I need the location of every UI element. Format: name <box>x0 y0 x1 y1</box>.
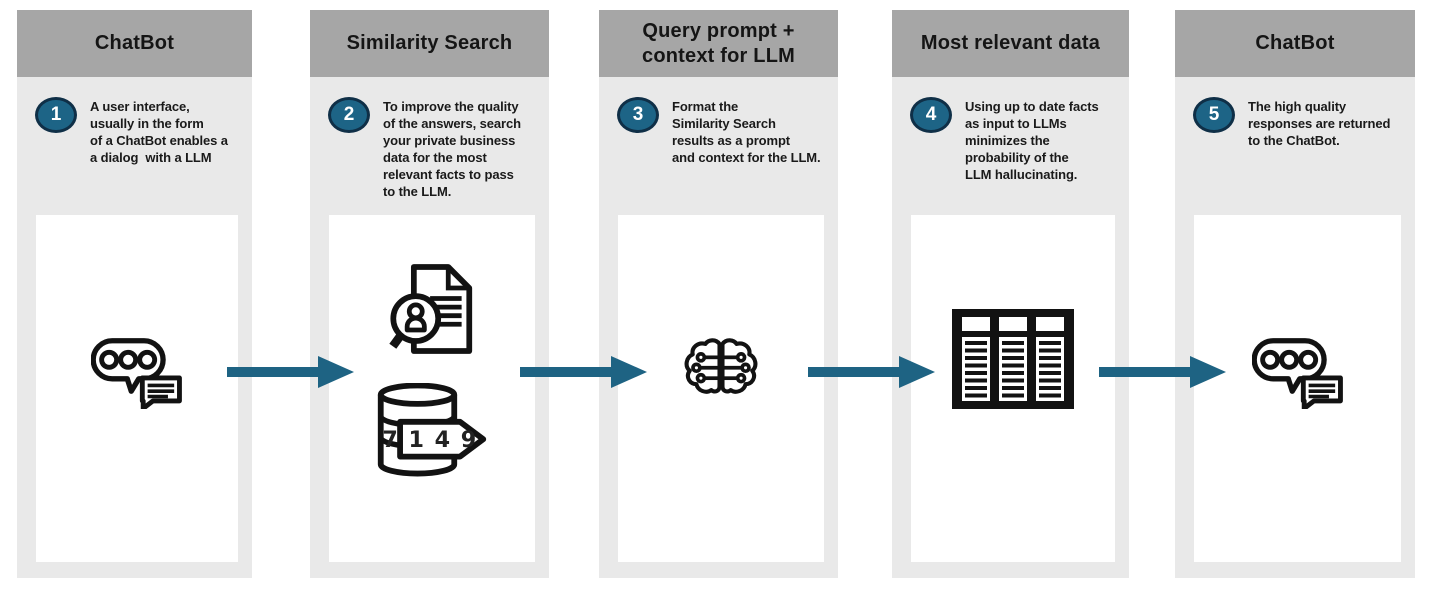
panel-body: 5 The high quality responses are returne… <box>1175 77 1415 578</box>
step-description: Using up to date facts as input to LLMs … <box>965 99 1099 182</box>
step-description: The high quality responses are returned … <box>1248 99 1391 148</box>
chat-bubbles-icon <box>91 338 182 409</box>
flow-arrow-3 <box>808 356 935 388</box>
step-description: To improve the quality of the answers, s… <box>383 99 521 199</box>
flow-arrow-1 <box>227 356 354 388</box>
step-panel-1-chatbot: ChatBot 1 A user interface, usually in t… <box>17 10 252 578</box>
icon-card: 7 1 4 9 <box>329 215 535 562</box>
panel-header: ChatBot <box>17 10 252 77</box>
step-row: 5 The high quality responses are returne… <box>1175 77 1415 149</box>
panel-title: Similarity Search <box>346 32 513 54</box>
panel-header: Query prompt + context for LLM <box>599 10 838 77</box>
step-row: 1 A user interface, usually in the form … <box>17 77 252 166</box>
panel-body: 4 Using up to date facts as input to LLM… <box>892 77 1129 578</box>
panel-header: ChatBot <box>1175 10 1415 77</box>
data-table-icon <box>952 309 1074 409</box>
panel-body: 2 To improve the quality of the answers,… <box>310 77 549 578</box>
step-number-badge: 5 <box>1193 97 1235 133</box>
panel-body: 1 A user interface, usually in the form … <box>17 77 252 578</box>
document-profile-search-icon <box>389 264 473 354</box>
icon-card <box>36 215 238 562</box>
step-number-badge: 4 <box>910 97 952 133</box>
database-tag-number: 7 1 4 9 <box>382 427 477 453</box>
step-number-badge: 3 <box>617 97 659 133</box>
panel-header: Most relevant data <box>892 10 1129 77</box>
icon-card <box>911 215 1115 562</box>
panel-header: Similarity Search <box>310 10 549 77</box>
step-description: A user interface, usually in the form of… <box>90 99 228 165</box>
step-row: 4 Using up to date facts as input to LLM… <box>892 77 1129 183</box>
panel-title: ChatBot <box>1255 32 1335 54</box>
step-panel-2-similarity-search: Similarity Search 2 To improve the quali… <box>310 10 549 578</box>
step-row: 3 Format the Similarity Search results a… <box>599 77 838 166</box>
step-description: Format the Similarity Search results as … <box>672 99 821 165</box>
panel-title: ChatBot <box>94 32 175 54</box>
ai-brain-circuit-icon <box>684 338 758 394</box>
step-panel-4-most-relevant-data: Most relevant data 4 Using up to date fa… <box>892 10 1129 578</box>
database-id-tag-icon: 7 1 4 9 <box>377 383 487 477</box>
icon-card <box>618 215 824 562</box>
panel-body: 3 Format the Similarity Search results a… <box>599 77 838 578</box>
step-number-badge: 2 <box>328 97 370 133</box>
step-panel-5-chatbot: ChatBot 5 The high quality responses are… <box>1175 10 1415 578</box>
panel-title: Most relevant data <box>920 32 1101 54</box>
flow-arrow-4 <box>1099 356 1226 388</box>
panel-title: Query prompt + context for LLM <box>642 19 795 67</box>
icon-card <box>1194 215 1401 562</box>
chat-bubbles-icon <box>1251 338 1343 409</box>
flow-arrow-2 <box>520 356 647 388</box>
step-number-badge: 1 <box>35 97 77 133</box>
step-panel-3-query-prompt: Query prompt + context for LLM 3 Format … <box>599 10 838 578</box>
step-row: 2 To improve the quality of the answers,… <box>310 77 549 200</box>
